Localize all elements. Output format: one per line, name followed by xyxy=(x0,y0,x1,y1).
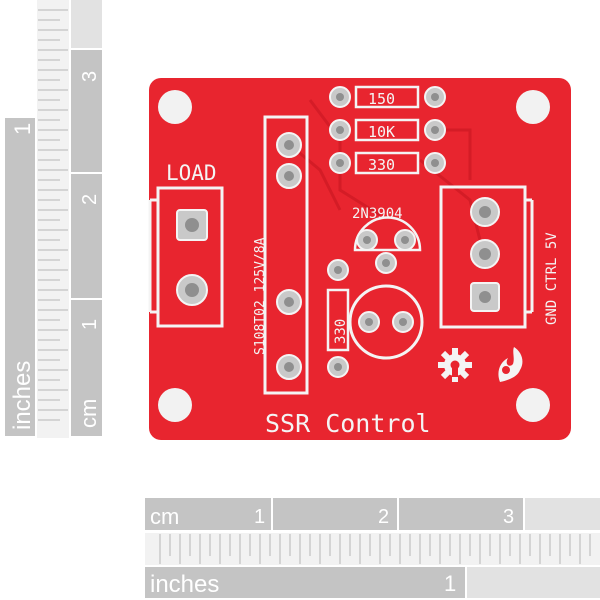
relay-label: S108T02 125V/8A xyxy=(253,237,268,355)
bottom-inches-label: inches xyxy=(150,571,219,598)
left-ruler: inches 1 cm 1 2 3 xyxy=(5,0,102,438)
left-cm-label: cm xyxy=(76,399,101,428)
left-inch-tick-1: 1 xyxy=(10,123,35,135)
ctrl-terminal-outline xyxy=(439,185,534,329)
bottom-inch-tick-1: 1 xyxy=(444,571,456,596)
load-terminal-pads xyxy=(176,209,208,306)
ssr-pads xyxy=(276,132,302,380)
ssr-outline xyxy=(263,115,309,395)
led xyxy=(348,284,424,360)
ctrl-label: GND CTRL 5V xyxy=(544,232,560,325)
left-cm-tick-2: 2 xyxy=(79,194,101,205)
resistor-10k: 10K xyxy=(329,118,446,142)
load-label: LOAD xyxy=(166,161,217,185)
bottom-cm-label: cm xyxy=(150,504,179,529)
flame-logo-icon xyxy=(498,347,523,382)
resistor-330-top-label: 330 xyxy=(368,156,395,174)
resistor-330-top: 330 xyxy=(329,151,446,175)
load-terminal-outline xyxy=(148,186,224,328)
resistor-10k-label: 10K xyxy=(368,123,395,141)
bottom-cm-tick-3: 3 xyxy=(503,506,514,528)
mounting-holes xyxy=(158,90,550,422)
left-cm-tick-1: 1 xyxy=(79,319,101,330)
bottom-cm-tick-2: 2 xyxy=(378,506,389,528)
open-hardware-gear-icon xyxy=(438,348,472,382)
resistor-150: 150 xyxy=(329,85,446,109)
resistor-330-side: 330 xyxy=(326,259,350,378)
bottom-cm-tick-1: 1 xyxy=(254,506,265,528)
left-inches-label: inches xyxy=(9,361,36,430)
pcb-board: LOAD S108T02 125V/8A 150 10K 330 xyxy=(148,78,571,440)
board-title: SSR Control xyxy=(265,409,431,438)
bottom-ruler: cm 1 2 3 inches 1 xyxy=(145,498,600,598)
resistor-150-label: 150 xyxy=(368,90,395,108)
transistor-label: 2N3904 xyxy=(352,206,403,222)
resistor-330-side-label: 330 xyxy=(333,319,349,344)
left-cm-tick-3: 3 xyxy=(79,71,101,82)
transistor-2n3904 xyxy=(353,216,422,274)
ctrl-terminal-pads xyxy=(470,197,500,312)
